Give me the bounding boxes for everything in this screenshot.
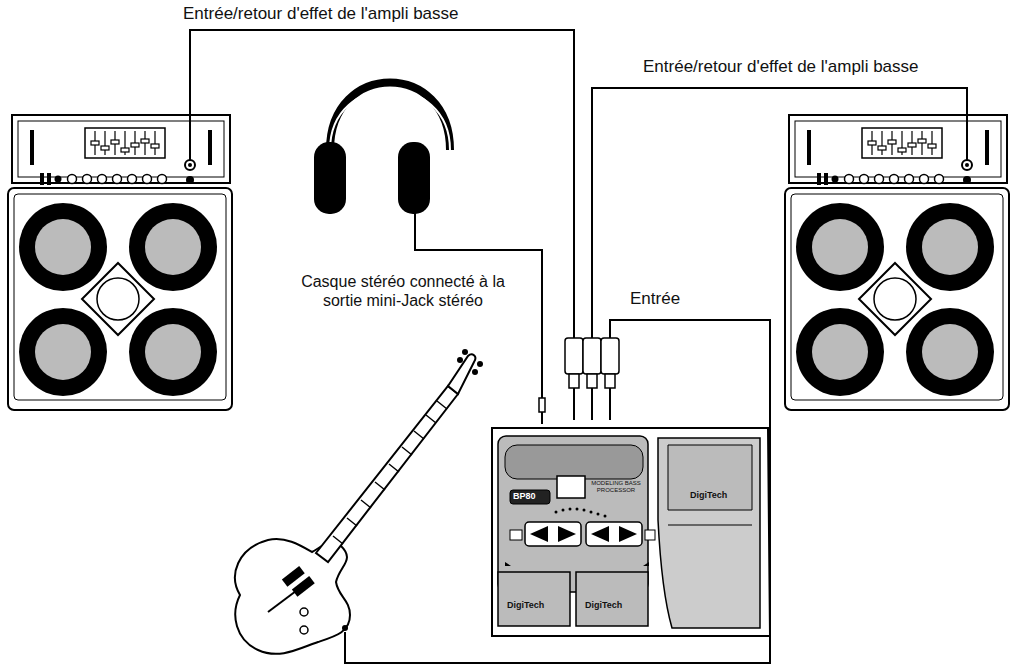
brand-logo: DigiTech	[585, 600, 622, 611]
model-name: BP80	[513, 491, 536, 502]
brand-logo: DigiTech	[690, 490, 727, 501]
cable-label: Entrée/retour d'effet de l'ampli basse	[183, 4, 459, 24]
cable-label: Entrée	[630, 289, 680, 309]
model-subtitle: MODELING BASS PROCESSOR	[590, 480, 642, 494]
headphone-label: Casque stéréo connecté à la sortie mini-…	[283, 272, 523, 310]
cable-label: Entrée/retour d'effet de l'ampli basse	[643, 57, 919, 77]
brand-logo: DigiTech	[507, 600, 544, 611]
